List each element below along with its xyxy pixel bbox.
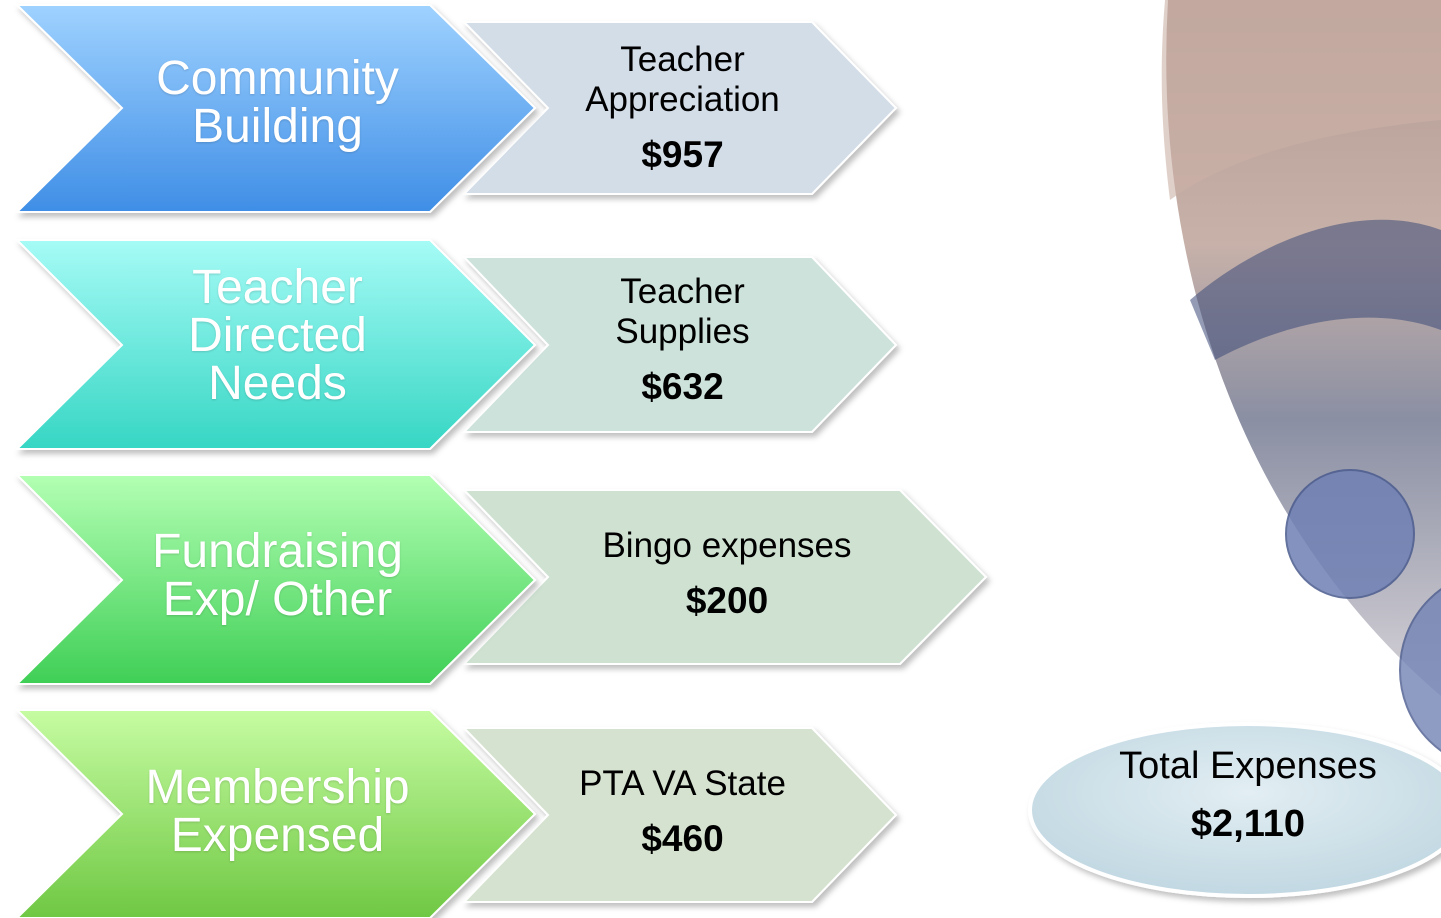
sub-label-line: Supplies: [615, 312, 750, 351]
main-chevron: [14, 239, 537, 450]
row-2-main-label: Teacher Directed Needs: [130, 264, 425, 408]
main-label-line: Exp/ Other: [162, 573, 393, 626]
row-3-sub-tag: Bingo expenses $200: [552, 526, 902, 622]
main-label-line: Expensed: [170, 809, 385, 862]
row-2-sub-tag: Teacher Supplies $632: [540, 272, 825, 408]
main-label-line: Fundraising: [152, 525, 403, 578]
sub-label-line: Teacher: [620, 272, 745, 311]
amount-value: $200: [685, 580, 769, 621]
sub-label-line: Bingo expenses: [602, 526, 852, 565]
row-4-sub-tag: PTA VA State $460: [540, 764, 825, 860]
row-3-main-label: Fundraising Exp/ Other: [130, 528, 425, 624]
row-4-main-label: Membership Expensed: [130, 764, 425, 860]
photo-panel: [1160, 0, 1441, 703]
decorative-circle: [1399, 588, 1441, 752]
main-label-line: Teacher: [192, 261, 363, 314]
main-chevron: [14, 709, 537, 918]
total-oval: [1028, 722, 1441, 898]
sub-label-line: Appreciation: [585, 80, 780, 119]
main-label-line: Membership: [145, 761, 410, 814]
sub-tag-chevron: [461, 489, 988, 665]
amount-value: $632: [641, 366, 724, 407]
sub-label-line: Teacher: [620, 40, 745, 79]
sub-tag-chevron: [461, 256, 898, 433]
main-chevron: [14, 474, 537, 685]
main-label-line: Community: [156, 52, 399, 105]
main-label-line: Directed: [188, 309, 367, 362]
decorative-circle: [1285, 469, 1415, 599]
total-amount: $2,110: [1190, 803, 1306, 845]
main-label-line: Building: [192, 100, 363, 153]
amount-value: $957: [641, 134, 724, 175]
row-1-sub-tag: Teacher Appreciation $957: [540, 40, 825, 176]
total-expenses: Total Expenses $2,110: [1030, 744, 1441, 846]
amount-value: $460: [641, 818, 724, 859]
sub-label-line: PTA VA State: [579, 764, 786, 803]
row-1-main-label: Community Building: [130, 55, 425, 151]
main-label-line: Needs: [208, 357, 347, 410]
sub-tag-chevron: [461, 727, 898, 903]
sub-tag-chevron: [461, 21, 898, 195]
main-chevron: [14, 4, 537, 213]
total-label: Total Expenses: [1119, 745, 1377, 787]
